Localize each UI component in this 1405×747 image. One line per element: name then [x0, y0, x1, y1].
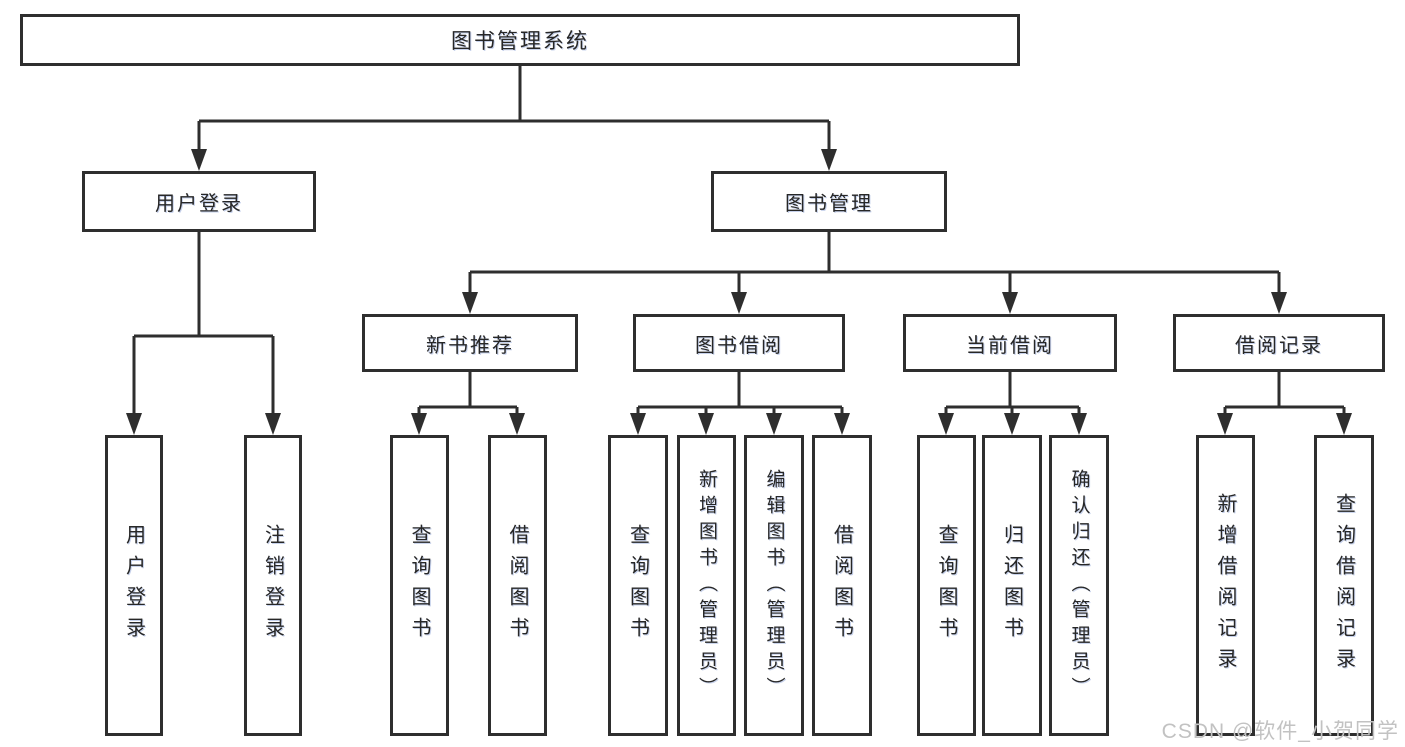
node-label: 查询图书 — [935, 523, 957, 648]
arrow-down-icon — [126, 413, 142, 435]
node-book-borrowing: 图书借阅 — [633, 314, 845, 372]
node-label: 注销登录 — [261, 523, 284, 648]
arrow-down-icon — [630, 413, 646, 435]
arrow-down-icon — [821, 149, 837, 171]
node-label: 编辑图书（管理员） — [763, 468, 785, 703]
node-label: 图书借阅 — [695, 334, 783, 357]
arrow-down-icon — [509, 413, 525, 435]
node-label: 查询图书 — [408, 523, 430, 648]
arrow-down-icon — [1002, 292, 1018, 314]
leaf-query-books-recommend: 查询图书 — [390, 435, 449, 736]
connector-new-book-recommend — [417, 372, 519, 414]
node-label: 新书推荐 — [426, 334, 514, 357]
connector-borrow-records — [1223, 372, 1346, 414]
arrow-down-icon — [766, 413, 782, 435]
node-user-login: 用户登录 — [82, 171, 316, 232]
arrow-down-icon — [1004, 413, 1020, 435]
connector-user-login — [132, 232, 275, 414]
connector-book-borrowing — [636, 372, 844, 414]
csdn-watermark: CSDN @软件_小贺同学 — [1161, 720, 1399, 743]
arrow-down-icon — [731, 292, 747, 314]
leaf-add-borrow-record: 新增借阅记录 — [1196, 435, 1255, 736]
leaf-confirm-return-admin: 确认归还（管理员） — [1049, 435, 1109, 736]
node-current-borrowing: 当前借阅 — [903, 314, 1117, 372]
node-label: 查询借阅记录 — [1332, 492, 1355, 679]
arrow-down-icon — [834, 413, 850, 435]
node-label: 图书管理系统 — [451, 30, 589, 53]
node-label: 归还图书 — [1000, 523, 1023, 648]
leaf-query-books-borrowing: 查询图书 — [608, 435, 668, 736]
leaf-logout: 注销登录 — [244, 435, 302, 736]
node-book-management: 图书管理 — [711, 171, 947, 232]
connector-book-management — [468, 232, 1281, 293]
node-label: 确认归还（管理员） — [1068, 468, 1090, 703]
leaf-add-book-admin: 新增图书（管理员） — [677, 435, 736, 736]
arrow-down-icon — [1217, 413, 1233, 435]
node-label: 借阅图书 — [506, 523, 528, 648]
connector-root — [197, 66, 831, 150]
node-label: 查询图书 — [626, 523, 649, 648]
node-label: 图书管理 — [785, 193, 873, 215]
arrow-down-icon — [462, 292, 478, 314]
arrow-down-icon — [1336, 413, 1352, 435]
node-label: 新增图书（管理员） — [696, 468, 717, 703]
connector-current-borrowing — [944, 372, 1081, 414]
node-label: 当前借阅 — [966, 334, 1054, 357]
node-label: 用户登录 — [122, 523, 145, 648]
leaf-query-borrow-record: 查询借阅记录 — [1314, 435, 1374, 736]
arrow-down-icon — [265, 413, 281, 435]
arrow-down-icon — [1271, 292, 1287, 314]
arrow-down-icon — [191, 149, 207, 171]
arrow-down-icon — [1071, 413, 1087, 435]
node-library-system: 图书管理系统 — [20, 14, 1020, 66]
node-new-book-recommend: 新书推荐 — [362, 314, 578, 372]
node-borrow-records: 借阅记录 — [1173, 314, 1385, 372]
leaf-borrow-books: 借阅图书 — [812, 435, 872, 736]
node-label: 借阅记录 — [1235, 334, 1323, 357]
arrow-down-icon — [938, 413, 954, 435]
leaf-user-login: 用户登录 — [105, 435, 163, 736]
node-label: 用户登录 — [155, 193, 243, 215]
node-label: 新增借阅记录 — [1214, 492, 1236, 679]
leaf-borrow-books-recommend: 借阅图书 — [488, 435, 547, 736]
node-label: 借阅图书 — [830, 523, 853, 648]
arrow-down-icon — [698, 413, 714, 435]
arrow-down-icon — [411, 413, 427, 435]
leaf-return-book: 归还图书 — [982, 435, 1042, 736]
leaf-query-books-current: 查询图书 — [917, 435, 976, 736]
leaf-edit-book-admin: 编辑图书（管理员） — [744, 435, 804, 736]
